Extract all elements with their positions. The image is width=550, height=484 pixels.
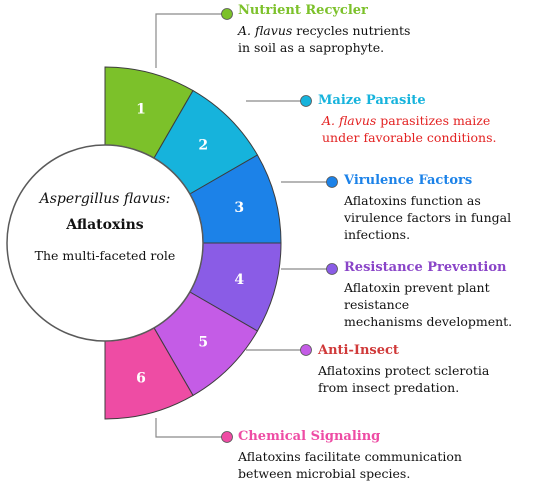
connector-line-6 [155, 418, 223, 438]
item-desc: A. flavus recycles nutrients in soil as … [238, 23, 411, 55]
segment-number-4: 4 [234, 272, 244, 288]
item-desc: Aflatoxin prevent plant resistance mecha… [344, 280, 513, 329]
segment-number-1: 1 [136, 102, 146, 118]
segment-number-6: 6 [136, 370, 146, 386]
item-chemical-signaling: Chemical Signaling Aflatoxins facilitate… [238, 429, 462, 482]
connector-dot-5 [300, 344, 312, 356]
item-title: Chemical Signaling [238, 429, 381, 444]
item-title: Resistance Prevention [344, 260, 507, 275]
item-virulence-factors: Virulence Factors Aflatoxins function as… [344, 173, 511, 243]
center-subtitle: The multi-faceted role [34, 248, 176, 263]
connector-dot-6 [221, 431, 233, 443]
connector-dot-1 [221, 8, 233, 20]
center-species: Aspergillus flavus: [39, 191, 171, 207]
connector-dot-2 [300, 95, 312, 107]
segment-number-2: 2 [198, 138, 208, 154]
segment-number-3: 3 [234, 200, 244, 216]
item-desc: Aflatoxins facilitate communication betw… [238, 449, 462, 481]
item-nutrient-recycler: Nutrient Recycler A. flavus recycles nut… [238, 3, 410, 56]
connector-line-1 [155, 13, 223, 68]
connector-dot-3 [326, 176, 338, 188]
item-maize-parasite: Maize Parasite A. flavus parasitizes mai… [318, 93, 496, 146]
center-topic: Aflatoxins [66, 217, 144, 233]
center-label: Aspergillus flavus: Aflatoxins The multi… [20, 190, 190, 264]
item-desc: Aflatoxins protect sclerotia from insect… [318, 363, 490, 395]
connector-dot-4 [326, 263, 338, 275]
item-desc: Aflatoxins function as virulence factors… [344, 193, 512, 242]
item-resistance-prevention: Resistance Prevention Aflatoxin prevent … [344, 260, 550, 330]
segment-number-5: 5 [198, 334, 208, 350]
item-anti-insect: Anti-Insect Aflatoxins protect sclerotia… [318, 343, 489, 396]
item-desc: A. flavus parasitizes maize under favora… [322, 113, 497, 145]
item-title: Maize Parasite [318, 93, 426, 108]
center-circle [6, 144, 204, 342]
item-title: Anti-Insect [318, 343, 399, 358]
item-title: Nutrient Recycler [238, 3, 368, 18]
item-title: Virulence Factors [344, 173, 473, 188]
